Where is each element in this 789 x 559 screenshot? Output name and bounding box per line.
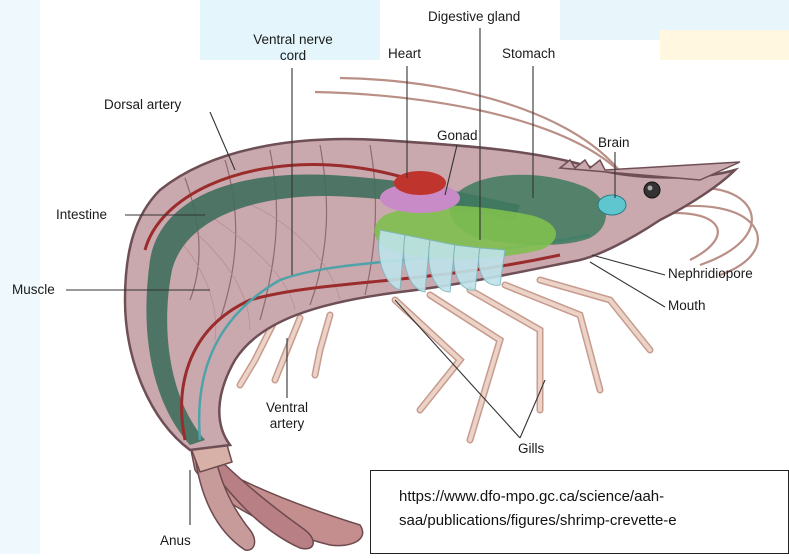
label-intestine: Intestine bbox=[56, 207, 107, 223]
brain-shape bbox=[598, 195, 626, 215]
label-muscle: Muscle bbox=[12, 282, 55, 298]
label-gills: Gills bbox=[518, 441, 544, 457]
label-ventral-artery: Ventral artery bbox=[255, 400, 319, 432]
label-dorsal-artery: Dorsal artery bbox=[104, 97, 181, 113]
source-url-line2: saa/publications/figures/shrimp-crevette… bbox=[399, 509, 788, 533]
eye-highlight bbox=[648, 186, 653, 191]
label-anus: Anus bbox=[160, 533, 191, 549]
label-ventral-artery-line2: artery bbox=[255, 416, 319, 432]
label-stomach: Stomach bbox=[502, 46, 555, 62]
label-ventral-nerve-cord-line1: Ventral nerve bbox=[238, 32, 348, 48]
label-brain: Brain bbox=[598, 135, 630, 151]
source-citation-box: https://www.dfo-mpo.gc.ca/science/aah- s… bbox=[370, 470, 789, 554]
source-url-line1: https://www.dfo-mpo.gc.ca/science/aah- bbox=[399, 485, 788, 509]
heart-shape bbox=[394, 171, 446, 195]
label-ventral-nerve-cord-line2: cord bbox=[238, 48, 348, 64]
label-mouth: Mouth bbox=[668, 298, 706, 314]
label-heart: Heart bbox=[388, 46, 421, 62]
label-ventral-artery-line1: Ventral bbox=[255, 400, 319, 416]
label-nephridiopore: Nephridiopore bbox=[668, 266, 753, 282]
label-digestive-gland: Digestive gland bbox=[428, 9, 520, 25]
tail-fan bbox=[188, 438, 363, 550]
eye-shape bbox=[644, 182, 660, 198]
label-ventral-nerve-cord: Ventral nerve cord bbox=[238, 32, 348, 64]
label-gonad: Gonad bbox=[437, 128, 478, 144]
background-accent bbox=[660, 30, 789, 60]
background-accent bbox=[0, 0, 40, 554]
